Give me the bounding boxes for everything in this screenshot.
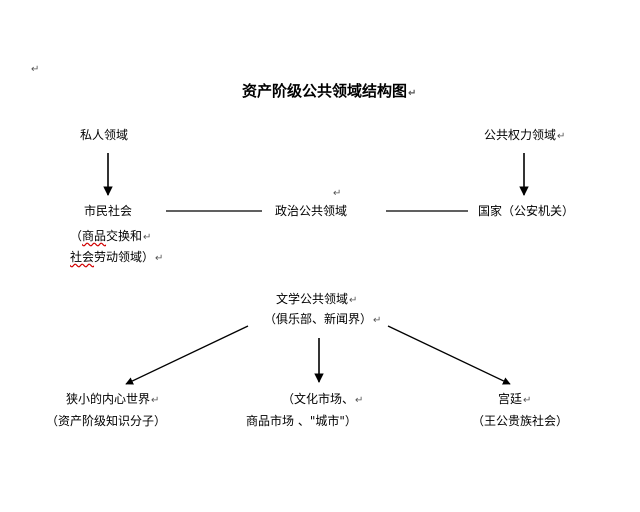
paragraph-mark: ↵ bbox=[333, 188, 342, 199]
arrow-literary-to-court bbox=[387, 325, 511, 385]
node-civil-society-sub-2: 社会劳动领域）↵ bbox=[70, 250, 164, 264]
node-cultural-market: （文化市场、↵ bbox=[282, 392, 364, 406]
node-civil-society: 市民社会 bbox=[84, 204, 133, 218]
node-private-sphere: 私人领域 bbox=[80, 128, 129, 142]
node-intimate-sphere-sub: （资产阶级知识分子） bbox=[46, 414, 167, 428]
node-court: 宫廷↵ bbox=[498, 392, 532, 406]
node-literary-public-sub: （俱乐部、新闻界）↵ bbox=[264, 312, 382, 326]
paragraph-mark: ↵ bbox=[31, 64, 40, 75]
node-literary-public: 文学公共领域↵ bbox=[276, 292, 358, 306]
node-court-sub: （王公贵族社会） bbox=[472, 414, 569, 428]
node-civil-society-sub-1: （商品交换和↵ bbox=[70, 229, 152, 243]
node-cultural-market-sub: 商品市场 、"城市"） bbox=[246, 414, 357, 428]
node-state: 国家（公安机关） bbox=[478, 204, 575, 218]
node-public-power: 公共权力领域↵ bbox=[484, 128, 566, 142]
node-intimate-sphere: 狭小的内心世界↵ bbox=[66, 392, 160, 406]
diagram-title: 资产阶级公共领域结构图↵ bbox=[242, 82, 417, 100]
arrow-literary-to-intimate bbox=[125, 325, 249, 385]
node-political-public: 政治公共领域 bbox=[275, 204, 348, 218]
